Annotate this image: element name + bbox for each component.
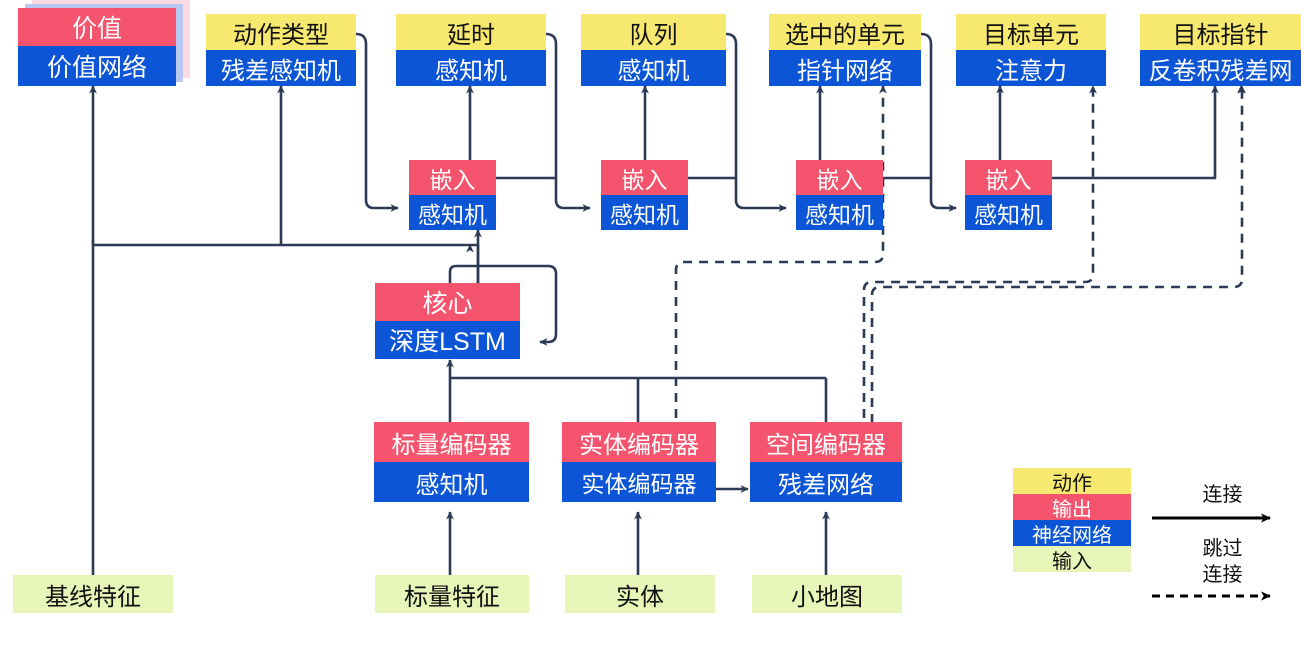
node-embed-1[interactable]: 嵌入 感知机 (409, 160, 496, 230)
skip-entityenc-to-selectedunits (674, 85, 887, 450)
node-selected-units-top: 选中的单元 (769, 14, 921, 50)
legend-swatch-network: 神经网络 (1013, 520, 1131, 547)
legend-skip-label-line2: 连接 (1202, 564, 1243, 586)
node-spatial-encoder-bottom: 残差网络 (750, 462, 902, 502)
node-target-point-top: 目标指针 (1140, 14, 1301, 50)
wire-trunk-bus-left (93, 243, 480, 283)
node-embed-3-top: 嵌入 (796, 160, 883, 195)
node-embed-4-bottom: 感知机 (965, 195, 1052, 230)
legend-arrows: 连接 跳过 连接 (1150, 478, 1295, 610)
node-value[interactable]: 价值 价值网络 (18, 0, 190, 86)
node-value-top: 价值 (18, 8, 176, 46)
wire-embed4-to-targetpoint (1052, 85, 1219, 180)
wire-queued-to-embed3 (725, 32, 787, 212)
node-spatial-encoder-top: 空间编码器 (750, 422, 902, 462)
node-delay-bottom: 感知机 (396, 50, 546, 86)
node-scalar-features[interactable]: 标量特征 (375, 575, 529, 613)
node-target-unit-bottom: 注意力 (956, 50, 1106, 86)
node-target-unit-top: 目标单元 (956, 14, 1106, 50)
legend-arrow-glyphs (1152, 513, 1271, 601)
node-target-unit[interactable]: 目标单元 注意力 (956, 14, 1106, 86)
node-core-top: 核心 (375, 283, 520, 321)
node-embed-1-top: 嵌入 (409, 160, 496, 195)
node-core[interactable]: 核心 深度LSTM (375, 283, 520, 359)
legend-connection-label: 连接 (1202, 484, 1243, 506)
node-baseline-features[interactable]: 基线特征 (13, 575, 173, 613)
node-embed-2-top: 嵌入 (601, 160, 688, 195)
node-embed-3[interactable]: 嵌入 感知机 (796, 160, 883, 230)
node-value-bottom: 价值网络 (18, 46, 176, 86)
node-queued-top: 队列 (581, 14, 726, 50)
node-delay-top: 延时 (396, 14, 546, 50)
node-embed-2-bottom: 感知机 (601, 195, 688, 230)
wire-core-recurrent (448, 264, 558, 346)
legend-swatch-output: 输出 (1013, 494, 1131, 521)
node-embed-4-top: 嵌入 (965, 160, 1052, 195)
node-action-type-bottom: 残差感知机 (206, 50, 356, 86)
wire-delay-to-embed2 (545, 32, 591, 212)
node-scalar-encoder-top: 标量编码器 (374, 422, 529, 462)
node-embed-1-bottom: 感知机 (409, 195, 496, 230)
node-minimap[interactable]: 小地图 (752, 575, 902, 613)
skip-spatialenc-to-targetunit (862, 85, 1097, 450)
node-queued-bottom: 感知机 (581, 50, 726, 86)
legend-swatch-action: 动作 (1013, 468, 1131, 495)
node-action-type-top: 动作类型 (206, 14, 356, 50)
wire-core-riser-left (462, 246, 470, 283)
node-scalar-encoder-bottom: 感知机 (374, 462, 529, 502)
wire-selectedunits-to-embed4 (920, 32, 957, 212)
node-queued[interactable]: 队列 感知机 (581, 14, 726, 86)
node-embed-4[interactable]: 嵌入 感知机 (965, 160, 1052, 230)
node-embed-3-bottom: 感知机 (796, 195, 883, 230)
node-action-type[interactable]: 动作类型 残差感知机 (206, 14, 356, 86)
node-scalar-encoder[interactable]: 标量编码器 感知机 (374, 422, 529, 502)
legend-skip-label-line1: 跳过 (1202, 538, 1243, 560)
legend-swatch-input: 输入 (1013, 546, 1131, 573)
node-entity-encoder-top: 实体编码器 (562, 422, 716, 462)
node-entities[interactable]: 实体 (565, 575, 715, 613)
node-delay[interactable]: 延时 感知机 (396, 14, 546, 86)
node-selected-units-bottom: 指针网络 (769, 50, 921, 86)
node-embed-2[interactable]: 嵌入 感知机 (601, 160, 688, 230)
node-spatial-encoder[interactable]: 空间编码器 残差网络 (750, 422, 902, 502)
node-target-point-bottom: 反卷积残差网 (1140, 50, 1301, 86)
wire-actiontype-to-embed1 (355, 32, 399, 212)
skip-spatial-to-targetpoint2 (870, 85, 1246, 455)
node-target-point[interactable]: 目标指针 反卷积残差网 (1140, 14, 1301, 86)
node-entity-encoder-bottom: 实体编码器 (562, 462, 716, 502)
node-selected-units[interactable]: 选中的单元 指针网络 (769, 14, 921, 86)
legend-swatches: 动作 输出 神经网络 输入 (1013, 468, 1131, 573)
node-core-bottom: 深度LSTM (375, 321, 520, 359)
skip-spatialenc-to-targetpoint (1237, 85, 1245, 94)
node-entity-encoder[interactable]: 实体编码器 实体编码器 (562, 422, 716, 502)
